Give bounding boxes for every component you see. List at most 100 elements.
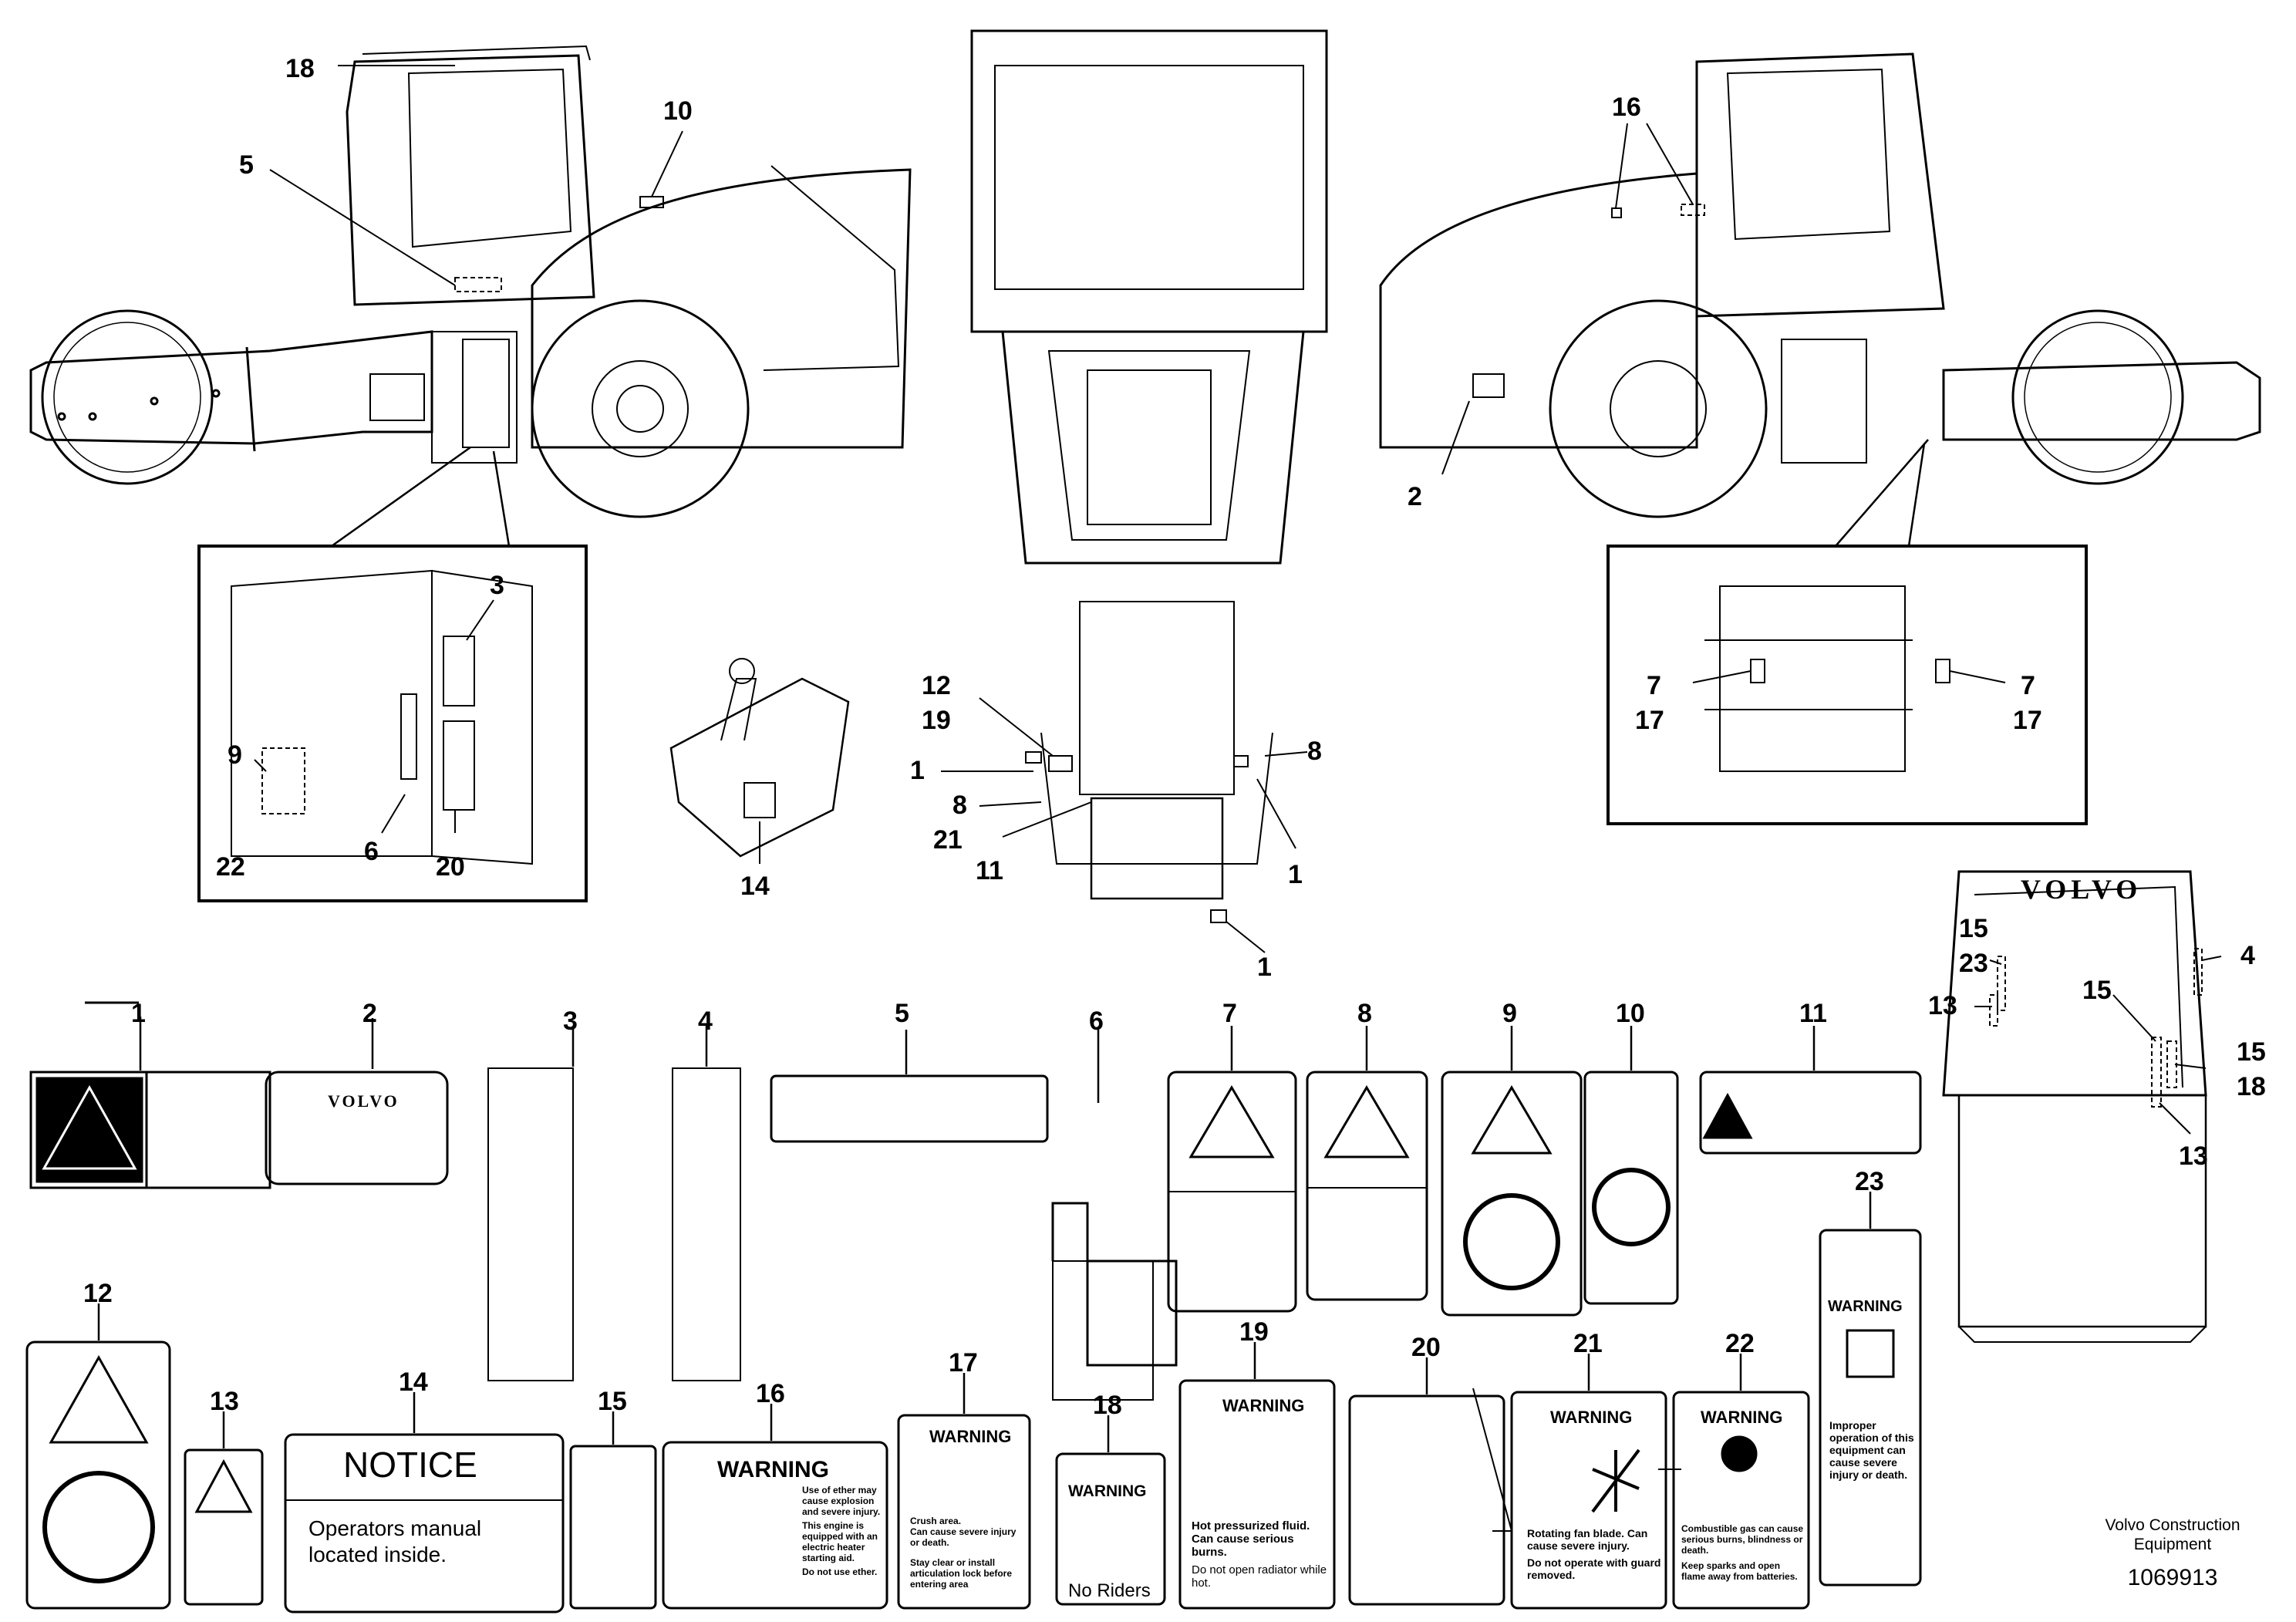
label-num-20: 20 — [1411, 1333, 1441, 1362]
label-17-text-1: Crush area. — [910, 1516, 962, 1526]
label-num-17: 17 — [949, 1348, 978, 1378]
callout-1c: 1 — [1257, 953, 1272, 982]
callout-16: 16 — [1612, 93, 1641, 122]
label-19-header: WARNING — [1222, 1396, 1304, 1415]
label-21-header: WARNING — [1550, 1408, 1632, 1427]
label-num-11: 11 — [1799, 999, 1827, 1028]
callout-5: 5 — [239, 150, 254, 180]
label-texts: VOLVO NOTICE Operators manual located in… — [308, 1091, 1914, 1601]
label-18-header: WARNING — [1068, 1482, 1147, 1500]
label-numbers: 1 2 3 4 5 6 7 8 9 10 11 12 13 14 15 16 1… — [83, 999, 1884, 1420]
label-22-text-1: Combustible gas can cause serious burns,… — [1681, 1523, 1804, 1556]
callout-7a: 7 — [1647, 671, 1661, 700]
warning-triangle-icon — [194, 1458, 253, 1513]
callout-7b: 7 — [2021, 671, 2035, 700]
label-21-text-1: Rotating fan blade. Can cause severe inj… — [1527, 1527, 1648, 1552]
callout-6: 6 — [364, 837, 379, 866]
callout-13a: 13 — [1928, 991, 1957, 1020]
warning-triangle-icon — [1188, 1085, 1275, 1158]
label-16-text-3: Do not use ether. — [802, 1566, 878, 1577]
callout-3: 3 — [490, 571, 504, 600]
callout-1a: 1 — [910, 756, 925, 785]
label-num-12: 12 — [83, 1279, 113, 1308]
label-22-header: WARNING — [1701, 1408, 1782, 1427]
label-num-8: 8 — [1357, 999, 1372, 1028]
label-num-15: 15 — [598, 1387, 627, 1416]
callout-15b: 15 — [2082, 976, 2112, 1005]
warning-triangle-icon — [1471, 1085, 1553, 1155]
callout-1b: 1 — [1288, 860, 1303, 889]
label-19-text-1: Hot pressurized fluid. Can cause serious… — [1192, 1519, 1310, 1559]
label-23-text: Improper operation of this equipment can… — [1829, 1419, 1914, 1481]
label-19-text-2: Do not open radiator while hot. — [1192, 1563, 1327, 1590]
callout-10: 10 — [663, 96, 693, 126]
label-num-16: 16 — [756, 1379, 785, 1408]
machine-left-side-view — [29, 45, 912, 902]
label-2-brand: VOLVO — [328, 1091, 400, 1111]
callout-2: 2 — [1408, 482, 1422, 511]
rear-brand: VOLVO — [2021, 874, 2142, 905]
joystick-console-view — [669, 658, 850, 864]
label-num-18: 18 — [1093, 1391, 1122, 1420]
callout-20: 20 — [436, 852, 465, 882]
label-num-5: 5 — [895, 999, 909, 1028]
label-17-text-3: Stay clear or install articulation lock … — [910, 1557, 1013, 1590]
callout-11: 11 — [976, 856, 1003, 885]
machine-right-side-view — [1379, 52, 2261, 825]
callout-15c: 15 — [2237, 1037, 2266, 1067]
label-14-header: NOTICE — [343, 1445, 477, 1485]
callout-numbers: 18 5 10 3 9 22 6 20 12 19 1 8 21 11 8 1 … — [216, 54, 2266, 1171]
footer-number: 1069913 — [2127, 1565, 2218, 1590]
label-num-6: 6 — [1089, 1007, 1104, 1036]
label-17-header: WARNING — [929, 1427, 1011, 1446]
callout-15a: 15 — [1959, 914, 1988, 943]
callout-23: 23 — [1959, 949, 1988, 978]
machine-rear-view — [1942, 870, 2222, 1343]
callout-19: 19 — [922, 706, 951, 735]
warning-triangle-icon — [1323, 1085, 1410, 1158]
label-num-4: 4 — [698, 1007, 713, 1036]
machine-front-view — [941, 29, 1328, 953]
label-num-3: 3 — [563, 1007, 578, 1036]
footer-org: Volvo Construction Equipment — [2105, 1516, 2240, 1553]
callout-13b: 13 — [2179, 1141, 2208, 1171]
callout-18b: 18 — [2237, 1072, 2266, 1101]
label-14-body: Operators manual located inside. — [308, 1516, 482, 1566]
label-num-2: 2 — [362, 999, 377, 1028]
callout-4: 4 — [2240, 941, 2255, 970]
callout-8b: 8 — [1307, 737, 1322, 766]
label-num-23: 23 — [1855, 1167, 1884, 1196]
label-num-19: 19 — [1239, 1317, 1269, 1347]
manual-book-icon — [1846, 1329, 1895, 1378]
callout-21: 21 — [933, 825, 963, 855]
decal-label-graphics — [25, 1001, 1922, 1614]
callout-18: 18 — [285, 54, 315, 83]
label-icons — [49, 1085, 1895, 1532]
battery-explosion-icon — [1721, 1435, 1758, 1472]
label-num-21: 21 — [1573, 1329, 1603, 1358]
label-num-22: 22 — [1725, 1329, 1755, 1358]
callout-12: 12 — [922, 671, 951, 700]
label-21-text-2: Do not operate with guard removed. — [1527, 1556, 1661, 1581]
label-18-body: No Riders — [1068, 1580, 1151, 1601]
label-16-text-1: Use of ether may cause explosion and sev… — [802, 1485, 881, 1517]
callout-9: 9 — [228, 740, 242, 770]
callout-17b: 17 — [2013, 706, 2042, 735]
label-num-9: 9 — [1502, 999, 1517, 1028]
label-17-text-2: Can cause severe injury or death. — [910, 1526, 1017, 1548]
label-16-header: WARNING — [717, 1457, 829, 1482]
fan-blade-icon — [1591, 1448, 1640, 1513]
label-23-header: WARNING — [1828, 1298, 1903, 1315]
label-22-text-2: Keep sparks and open flame away from bat… — [1681, 1560, 1798, 1582]
warning-triangle-icon — [1702, 1092, 1753, 1139]
callout-8a: 8 — [952, 791, 967, 820]
warning-triangle-icon — [49, 1354, 149, 1444]
callout-14: 14 — [740, 872, 770, 901]
label-num-10: 10 — [1616, 999, 1645, 1028]
callout-17a: 17 — [1635, 706, 1664, 735]
footer: Volvo Construction Equipment 1069913 — [2095, 1516, 2250, 1591]
label-16-text-2: This engine is equipped with an electric… — [802, 1520, 878, 1563]
roller-graphic — [1472, 1388, 1513, 1532]
label-num-14: 14 — [399, 1367, 428, 1397]
